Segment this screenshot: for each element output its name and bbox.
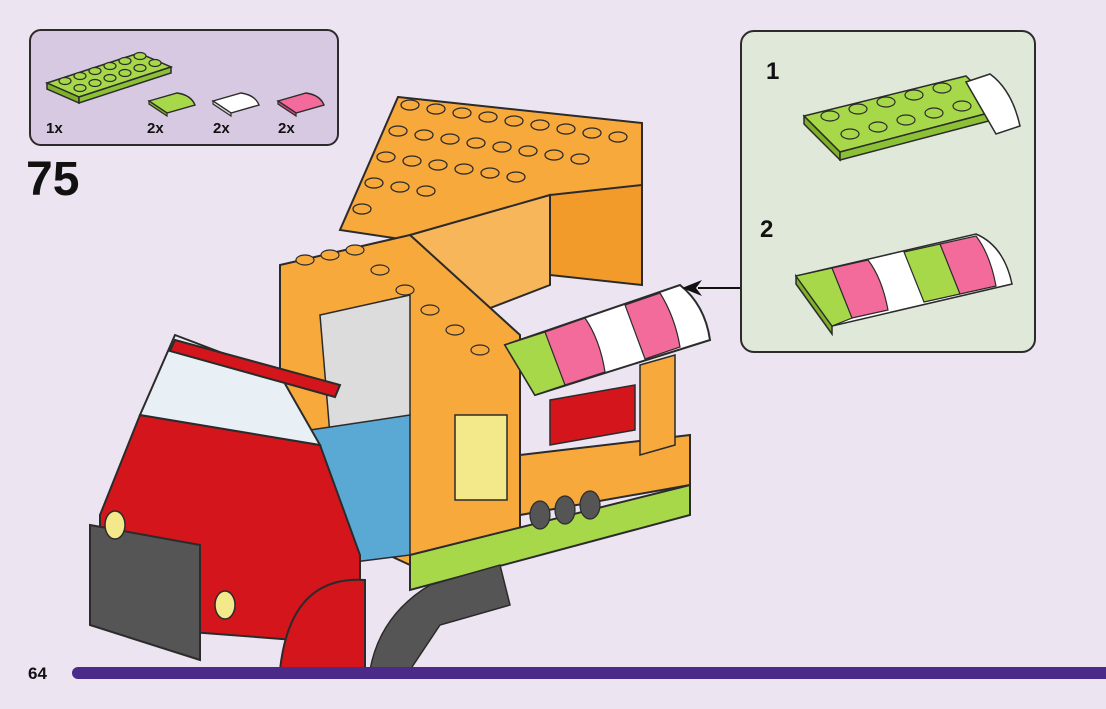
progress-bar	[72, 667, 1106, 679]
substep-number: 2	[760, 216, 773, 244]
part-quantity: 1x	[46, 120, 63, 137]
food-truck-build-illustration	[80, 85, 720, 670]
substep-1-illustration	[800, 68, 1030, 163]
step-number: 75	[26, 156, 79, 204]
substep-2-illustration	[792, 228, 1022, 338]
arrow-left-icon	[680, 276, 742, 300]
substep-box: 1 2	[740, 30, 1036, 353]
substep-number: 1	[766, 58, 779, 86]
page-number: 64	[28, 664, 47, 684]
